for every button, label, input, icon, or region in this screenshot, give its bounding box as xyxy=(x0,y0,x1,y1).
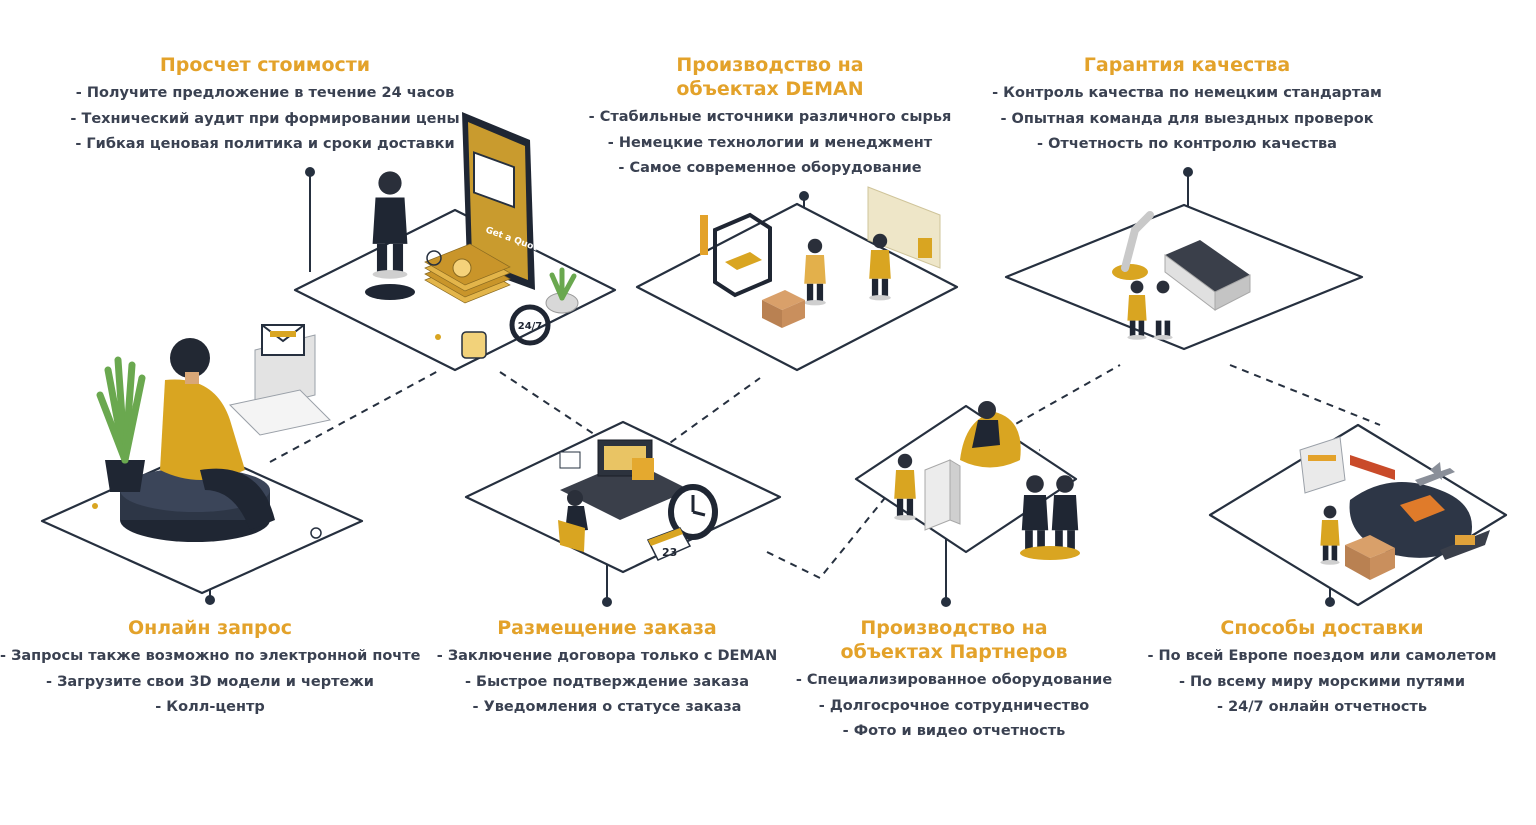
step-partners-title-line1: Производство на xyxy=(860,617,1048,639)
pin-dot xyxy=(602,597,612,607)
robot-arm-icon xyxy=(1112,211,1154,280)
3d-printer-icon xyxy=(700,212,772,298)
step-order-item: - Быстрое подтверждение заказа xyxy=(464,673,750,690)
step-delivery-item: - По всей Европе поездом или самолетом xyxy=(1147,648,1497,664)
step-delivery-title: Способы доставки xyxy=(1220,617,1424,639)
businessman-icon xyxy=(372,171,408,279)
step-partners: Производство на объектах Партнеров - Спе… xyxy=(744,616,1164,745)
step-delivery-item: - По всему миру морскими путями xyxy=(1178,673,1466,690)
laptop-dashboard-icon xyxy=(1299,436,1346,494)
step-order-item: - Уведомления о статусе заказа xyxy=(472,699,742,715)
dashed-connector xyxy=(1004,364,1121,431)
step-delivery: Способы доставки - По всей Европе поездо… xyxy=(1112,616,1532,721)
calendar-number: 23 xyxy=(662,546,677,559)
step-pricing-item: - Гибкая ценовая политика и сроки достав… xyxy=(75,136,455,152)
step-pricing-title: Просчет стоимости xyxy=(159,54,371,76)
plant-icon xyxy=(545,267,579,314)
inspector-icon xyxy=(1127,280,1173,340)
smartphone-icon: Get a Quot xyxy=(462,112,539,290)
money-stack-icon xyxy=(424,243,511,304)
step-partners-title-line2: объектах Партнеров xyxy=(840,641,1068,663)
pin-dot xyxy=(205,595,215,605)
step-deman-title-line1: Производство на xyxy=(676,54,864,76)
train-icon xyxy=(1350,455,1395,480)
worker-with-boxes-icon xyxy=(762,238,826,328)
pin-dot xyxy=(1183,167,1193,177)
step-delivery-item: - 24/7 онлайн отчетность xyxy=(1217,699,1427,715)
step-partners-item: - Фото и видео отчетность xyxy=(842,723,1066,739)
step-deman-item: - Самое современное оборудование xyxy=(618,160,922,176)
dashed-connector xyxy=(1229,364,1381,426)
step-deman-title-line2: объектах DEMAN xyxy=(676,78,864,100)
engineer-with-board-icon xyxy=(867,186,941,301)
step-online-item: - Загрузите свои 3D модели и чертежи xyxy=(46,673,374,690)
pin-dot xyxy=(1325,597,1335,607)
parcel-icon xyxy=(1345,535,1395,580)
step-deman-item: - Стабильные источники различного сырья xyxy=(588,109,952,125)
airplane-icon xyxy=(1415,462,1455,486)
step-deman: Производство на объектах DEMAN - Стабиль… xyxy=(560,53,980,182)
conveyor-icon xyxy=(1164,240,1251,312)
clock-24-7-icon: 24/7 xyxy=(509,304,551,346)
quality-illustration xyxy=(1112,211,1251,340)
handshake-icon xyxy=(1020,475,1080,560)
partners-illustration xyxy=(894,401,1080,560)
step-quality-item: - Контроль качества по немецким стандарт… xyxy=(992,85,1382,101)
step-online: Онлайн запрос - Запросы также возможно п… xyxy=(0,616,421,721)
plant-icon xyxy=(96,356,146,492)
delivery-illustration xyxy=(1299,436,1490,580)
pin-dot xyxy=(799,191,809,201)
step-partners-item: - Специализированное оборудование xyxy=(795,672,1113,688)
step-pricing: Просчет стоимости - Получите предложение… xyxy=(55,53,475,158)
online-illustration xyxy=(92,324,332,542)
world-map-icon xyxy=(1349,482,1472,558)
svg-text:24/7: 24/7 xyxy=(518,321,543,332)
step-quality: Гарантия качества - Контроль качества по… xyxy=(977,53,1397,158)
step-online-item: - Запросы также возможно по электронной … xyxy=(0,648,421,664)
step-order: Размещение заказа - Заключение договора … xyxy=(397,616,817,721)
dashed-connector xyxy=(269,369,441,463)
step-order-title: Размещение заказа xyxy=(497,617,717,639)
platforms: Get a Quot 24/7 23 xyxy=(40,112,1508,607)
email-icon xyxy=(261,324,305,356)
beanbag-person-icon xyxy=(960,401,1021,468)
step-online-item: - Колл-центр xyxy=(155,699,265,715)
office-desk-icon xyxy=(559,439,690,520)
pricing-illustration: Get a Quot 24/7 xyxy=(365,112,579,359)
step-deman-item: - Немецкие технологии и менеджмент xyxy=(607,134,933,151)
step-quality-item: - Отчетность по контролю качества xyxy=(1037,136,1337,152)
ship-icon xyxy=(1440,530,1490,560)
step-quality-item: - Опытная команда для выездных проверок xyxy=(1000,110,1374,127)
step-online-title: Онлайн запрос xyxy=(128,617,292,639)
dashed-connectors xyxy=(269,364,1381,580)
dashed-connector xyxy=(659,377,761,451)
step-order-item: - Заключение договора только с DEMAN xyxy=(436,648,778,664)
server-rack-icon xyxy=(924,459,961,531)
step-pricing-item: - Технический аудит при формировании цен… xyxy=(70,110,460,127)
step-pricing-item: - Получите предложение в течение 24 часо… xyxy=(75,85,455,101)
order-illustration: 23 xyxy=(558,439,718,561)
calendar-icon: 23 xyxy=(646,527,692,561)
deman-illustration xyxy=(700,186,941,328)
pin-dot xyxy=(305,167,315,177)
wall-clock-icon xyxy=(668,484,718,540)
step-partners-item: - Долгосрочное сотрудничество xyxy=(818,697,1090,714)
step-quality-title: Гарантия качества xyxy=(1083,54,1291,76)
pin-dot xyxy=(941,597,951,607)
